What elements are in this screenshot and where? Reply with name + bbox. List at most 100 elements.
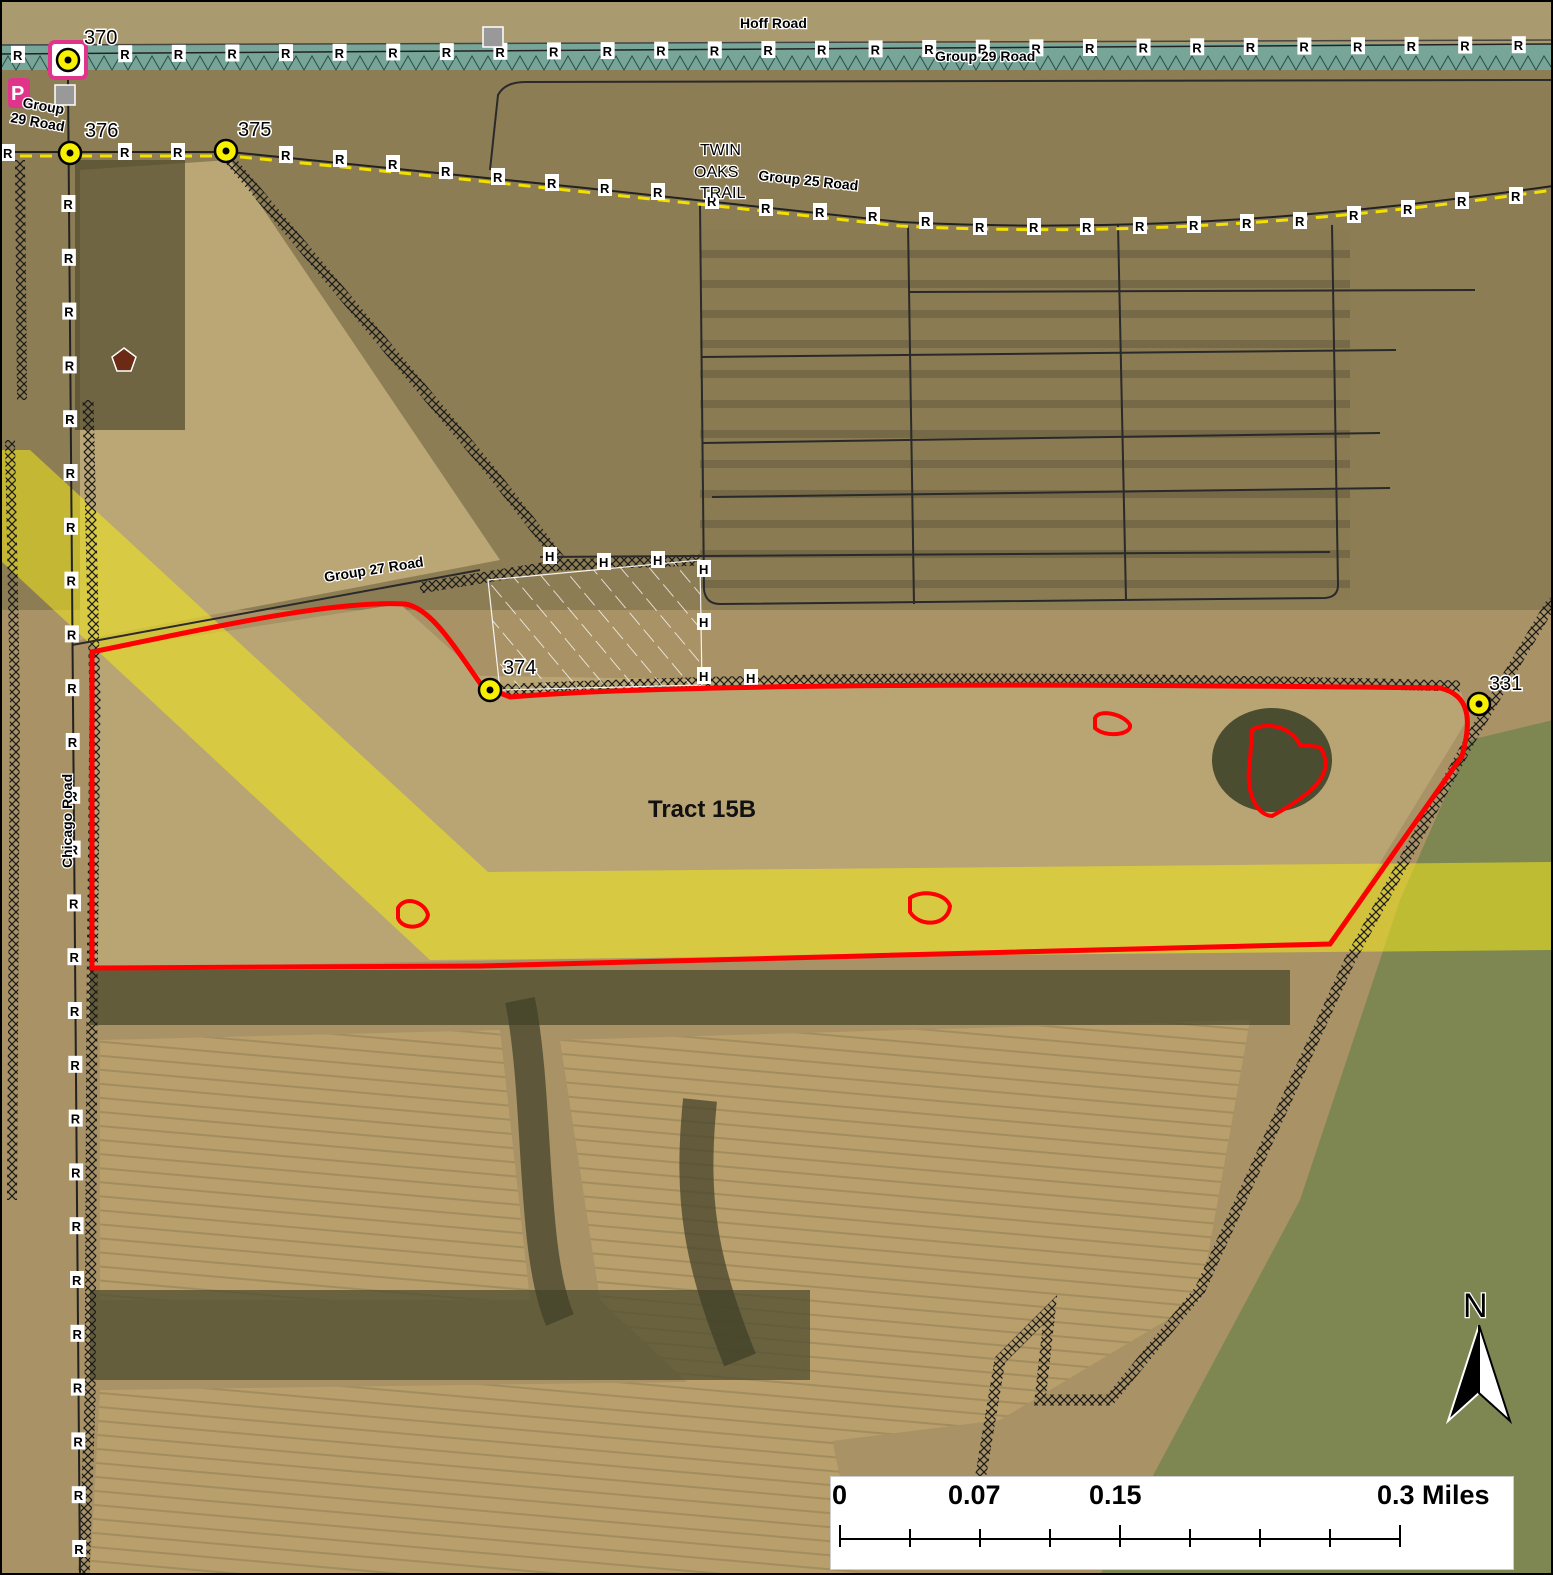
route-marker-r: R xyxy=(71,1432,86,1450)
svg-text:R: R xyxy=(1242,216,1252,231)
route-markers: R R R R R R R R R R R R R R R R R R R R R R R R R R R R R R R R R R R R R R R R… xyxy=(1,36,1526,1557)
tree-line-west xyxy=(75,160,185,430)
route-marker-r: R xyxy=(545,174,559,191)
parking-letter: P xyxy=(11,83,24,105)
hunt-marker-h: H xyxy=(651,551,665,568)
point-331[interactable] xyxy=(1466,691,1492,717)
svg-text:R: R xyxy=(707,194,717,209)
svg-text:R: R xyxy=(3,146,13,161)
route-marker-r: R xyxy=(1351,37,1365,55)
wetland-boundary-1 xyxy=(1093,711,1132,737)
north-label: N xyxy=(1463,1287,1488,1325)
route-marker-r: R xyxy=(600,42,615,60)
svg-text:R: R xyxy=(600,181,610,196)
svg-text:R: R xyxy=(1460,39,1470,54)
svg-text:R: R xyxy=(69,843,79,858)
point-375-label: 375 xyxy=(238,119,271,141)
svg-text:H: H xyxy=(699,669,708,684)
tree-line-south xyxy=(90,970,1290,1025)
svg-text:R: R xyxy=(817,43,827,58)
pentagon-icon xyxy=(111,347,137,372)
route-marker-r: R xyxy=(66,840,81,858)
point-370-label: 370 xyxy=(84,27,117,49)
svg-text:R: R xyxy=(335,46,345,61)
point-370[interactable] xyxy=(55,47,81,73)
route-marker-r: R xyxy=(1080,218,1094,235)
point-376[interactable] xyxy=(57,140,83,166)
svg-text:R: R xyxy=(67,681,77,696)
route-marker-r: R xyxy=(1136,38,1151,56)
route-marker-r: R xyxy=(69,1217,84,1235)
svg-text:H: H xyxy=(599,555,608,570)
svg-text:R: R xyxy=(67,627,77,642)
svg-text:R: R xyxy=(921,214,931,229)
route-marker-r: R xyxy=(1297,37,1312,55)
svg-text:R: R xyxy=(1299,40,1309,55)
twin-oaks-label-1: TWIN xyxy=(700,142,741,159)
route-marker-r: R xyxy=(61,195,76,212)
svg-text:R: R xyxy=(1135,219,1145,234)
parking-icon[interactable] xyxy=(8,78,30,108)
route-marker-r: R xyxy=(705,192,719,209)
route-marker-r: R xyxy=(919,212,933,229)
svg-text:R: R xyxy=(1514,38,1524,53)
svg-text:R: R xyxy=(388,157,398,172)
hatched-boundary-nw xyxy=(15,159,27,401)
creek-trees-2 xyxy=(679,1098,756,1367)
svg-text:R: R xyxy=(442,45,452,60)
scale-label-007: 0.07 xyxy=(948,1480,1001,1510)
svg-text:H: H xyxy=(699,615,708,630)
hoff-road-route-line xyxy=(0,43,1553,55)
route-marker-r: R xyxy=(69,1163,84,1181)
route-marker-r: R xyxy=(1240,214,1254,231)
route-marker-r: R xyxy=(491,168,505,185)
route-marker-r: R xyxy=(707,41,722,59)
route-marker-r: R xyxy=(1404,36,1419,54)
svg-text:R: R xyxy=(74,1488,84,1503)
svg-text:R: R xyxy=(227,47,237,62)
route-marker-r: R xyxy=(68,1055,83,1073)
svg-text:R: R xyxy=(69,950,79,965)
route-marker-r: R xyxy=(64,625,79,643)
svg-text:R: R xyxy=(65,358,75,373)
svg-text:R: R xyxy=(64,251,74,266)
point-374-label: 374 xyxy=(503,657,536,679)
svg-text:R: R xyxy=(65,412,75,427)
svg-text:R: R xyxy=(1353,39,1363,54)
hunt-marker-h: H xyxy=(744,669,758,686)
svg-text:R: R xyxy=(1295,214,1305,229)
hatched-boundary-west xyxy=(78,399,101,1575)
structure-icon xyxy=(54,84,76,106)
svg-text:R: R xyxy=(281,46,291,61)
route-marker-r: R xyxy=(1,144,15,161)
svg-text:R: R xyxy=(871,42,881,57)
route-marker-r: R xyxy=(70,1271,85,1288)
svg-text:R: R xyxy=(13,48,23,63)
svg-text:R: R xyxy=(1457,194,1467,209)
wetland-boundary-3 xyxy=(396,899,431,929)
scale-bar xyxy=(830,1476,1514,1570)
route-marker-r: R xyxy=(62,356,77,374)
route-marker-r: R xyxy=(1133,217,1147,234)
route-marker-r: R xyxy=(654,41,669,59)
route-marker-r: R xyxy=(62,302,77,320)
hoff-road-line xyxy=(0,39,1553,46)
route-marker-r: R xyxy=(386,43,401,61)
point-374[interactable] xyxy=(477,677,503,703)
wetland-boundary-2 xyxy=(1246,723,1328,819)
route-marker-r: R xyxy=(66,786,81,804)
svg-text:R: R xyxy=(1031,41,1041,56)
point-375[interactable] xyxy=(213,138,239,164)
svg-text:R: R xyxy=(63,197,73,212)
svg-text:R: R xyxy=(68,735,78,750)
hoff-road-triangles xyxy=(0,54,1553,72)
svg-text:R: R xyxy=(1085,41,1095,56)
hunt-marker-h: H xyxy=(597,553,611,570)
svg-text:R: R xyxy=(763,43,773,58)
svg-text:H: H xyxy=(699,562,708,577)
plot-rows xyxy=(700,230,1350,600)
tree-belt xyxy=(90,1290,810,1380)
svg-text:R: R xyxy=(493,170,503,185)
